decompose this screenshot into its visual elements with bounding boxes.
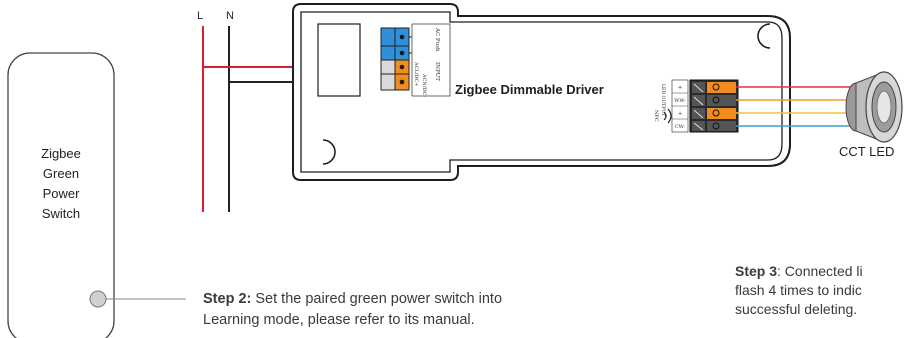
step3-line3: successful deleting.	[735, 301, 858, 317]
switch-label-line-1: Zigbee	[41, 146, 81, 161]
output-terminal-label-2: WW-	[674, 98, 686, 104]
output-label: LED OUTPUT	[660, 84, 666, 117]
input-terminal-label-n: ACN/DC-	[421, 73, 427, 97]
output-terminal-label-3: +	[678, 111, 683, 117]
neutral-wire-label: N	[226, 10, 234, 22]
cct-led-label: CCT LED	[839, 144, 894, 159]
svg-text:NFC: NFC	[653, 110, 659, 122]
switch-label-line-4: Switch	[42, 206, 80, 221]
step2-title: Step 2:	[203, 291, 252, 307]
switch-button-icon[interactable]	[89, 290, 107, 308]
step2-line1: Set the paired green power switch into	[251, 291, 503, 307]
mounting-hole-right	[757, 23, 771, 49]
step3-caption: Step 3: Connected li flash 4 times to in…	[735, 262, 863, 319]
driver-title: Zigbee Dimmable Driver	[455, 82, 604, 97]
mounting-hole-left	[322, 139, 336, 165]
input-label: INPUT	[434, 62, 440, 81]
led-output-wires	[736, 86, 858, 127]
output-terminal-block	[689, 79, 739, 133]
switch-label-line-3: Power	[43, 186, 81, 201]
nfc-icon: NFC	[653, 108, 672, 124]
step2-caption: Step 2: Set the paired green power switc…	[203, 289, 502, 331]
green-power-switch: Zigbee Green Power Switch	[7, 52, 115, 338]
cct-led-icon	[845, 71, 903, 143]
step2-line2: Learning mode, please refer to its manua…	[203, 312, 475, 328]
output-terminal-label-4: CW-	[675, 124, 686, 130]
step3-line2: flash 4 times to indic	[735, 282, 862, 298]
step3-line1: : Connected li	[777, 263, 863, 279]
output-terminal-label-1: +	[678, 85, 683, 91]
input-terminal-label-l: ACL/DC+	[413, 61, 419, 86]
push-label: AC Push	[434, 27, 440, 52]
step3-title: Step 3	[735, 263, 778, 279]
input-terminal-block	[380, 27, 430, 91]
switch-label-line-2: Green	[43, 166, 79, 181]
live-wire-label: L	[197, 10, 203, 22]
